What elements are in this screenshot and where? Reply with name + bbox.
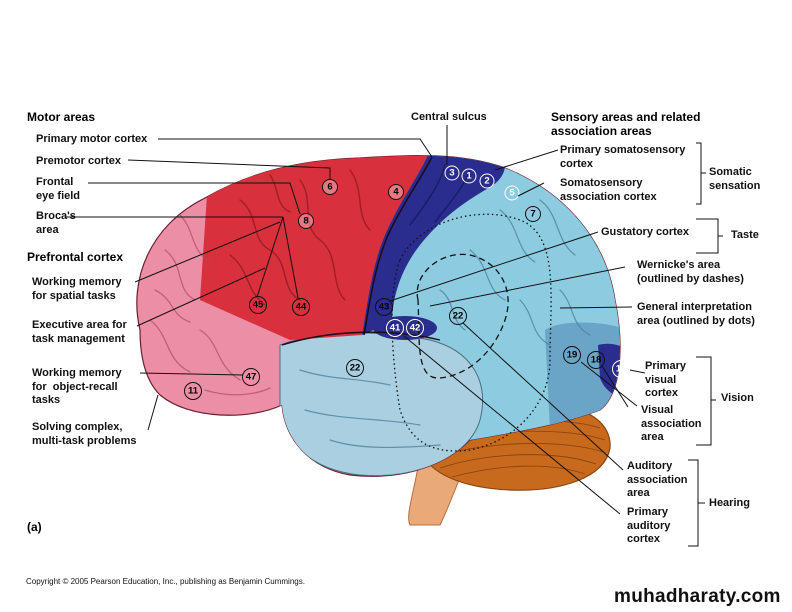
area-number-4: 4 xyxy=(388,184,404,200)
svg-text:3: 3 xyxy=(449,168,454,179)
svg-text:7: 7 xyxy=(530,209,535,220)
area-number-1: 1 xyxy=(461,168,477,184)
area-numbers: 6 4 8 3 1 2 5 7 45 44 43 22 41 42 22 47 … xyxy=(184,165,630,400)
area-number-17: 17 xyxy=(612,360,630,378)
area-number-47: 47 xyxy=(242,368,260,386)
general-interpretation-label: General interpretation area (outlined by… xyxy=(637,301,755,327)
area-number-18: 18 xyxy=(587,351,605,369)
working-memory-object-label: Working memory for object-recall tasks xyxy=(32,367,122,406)
primary-auditory-label: Primary auditory cortex xyxy=(627,506,671,545)
svg-text:5: 5 xyxy=(509,188,515,199)
area-number-2: 2 xyxy=(479,173,495,189)
temporal-lobe-region xyxy=(279,332,484,477)
area-number-5: 5 xyxy=(504,185,520,201)
area-number-8: 8 xyxy=(298,213,314,229)
hearing-label: Hearing xyxy=(709,497,750,509)
area-number-11: 11 xyxy=(184,382,202,400)
area-number-3: 3 xyxy=(444,165,460,181)
svg-text:1: 1 xyxy=(466,171,472,182)
area-number-19: 19 xyxy=(563,346,581,364)
lateral-sulcus-line xyxy=(281,331,441,346)
svg-text:19: 19 xyxy=(567,350,578,361)
brocas-area-label: Broca's area xyxy=(36,210,76,236)
working-memory-spatial-label: Working memory for spatial tasks xyxy=(32,276,122,302)
svg-text:47: 47 xyxy=(246,372,257,383)
area-number-45: 45 xyxy=(249,296,267,314)
solving-complex-label: Solving complex, multi-task problems xyxy=(32,421,137,447)
area-number-7: 7 xyxy=(525,206,541,222)
gyri-texture xyxy=(149,164,591,449)
central-sulcus-line xyxy=(363,156,433,336)
svg-text:42: 42 xyxy=(410,323,421,334)
area-number-22-upper: 22 xyxy=(449,307,467,325)
svg-text:41: 41 xyxy=(390,323,401,334)
svg-text:6: 6 xyxy=(327,182,332,193)
panel-label: (a) xyxy=(27,520,42,534)
gustatory-cortex-label: Gustatory cortex xyxy=(601,226,690,238)
area-number-6: 6 xyxy=(322,179,338,195)
somatic-sensation-label: Somatic sensation xyxy=(709,166,761,192)
frontal-eye-field-label: Frontal eye field xyxy=(36,176,81,202)
svg-text:2: 2 xyxy=(484,176,489,187)
wernickes-area-label: Wernicke's area (outlined by dashes) xyxy=(637,259,744,285)
motor-cortex-region xyxy=(200,155,430,340)
area-number-43: 43 xyxy=(375,298,393,316)
visual-association-label: Visual association area xyxy=(641,404,702,443)
primary-somatosensory-region xyxy=(362,155,505,335)
svg-text:8: 8 xyxy=(303,216,308,227)
svg-text:11: 11 xyxy=(188,386,199,397)
svg-text:22: 22 xyxy=(453,311,464,322)
primary-somatosensory-label: Primary somatosensory cortex xyxy=(560,144,686,170)
leader-lines xyxy=(66,125,723,547)
vision-label: Vision xyxy=(721,392,754,404)
primary-motor-cortex-label: Primary motor cortex xyxy=(36,133,148,145)
premotor-cortex-label: Premotor cortex xyxy=(36,155,121,167)
copyright-notice: Copyright © 2005 Pearson Education, Inc.… xyxy=(26,577,305,586)
general-interpretation-outline xyxy=(391,213,552,452)
sensory-areas-header: Sensory areas and related association ar… xyxy=(551,110,701,138)
central-sulcus-label: Central sulcus xyxy=(411,111,487,123)
somatosensory-association-label: Somatosensory association cortex xyxy=(560,177,657,203)
svg-text:44: 44 xyxy=(296,302,307,313)
watermark-text: muhadharaty.com xyxy=(614,586,781,607)
svg-text:17: 17 xyxy=(616,364,627,375)
auditory-association-label: Auditory association area xyxy=(627,460,688,499)
svg-text:45: 45 xyxy=(253,300,264,311)
executive-area-label: Executive area for task management xyxy=(32,319,127,345)
area-number-41: 41 xyxy=(386,319,404,337)
wernickes-area-outline xyxy=(416,253,509,379)
primary-visual-cortex-label: Primary visual cortex xyxy=(645,360,686,399)
svg-text:4: 4 xyxy=(393,187,399,198)
prefrontal-cortex-header: Prefrontal cortex xyxy=(27,250,124,264)
area-number-22-lower: 22 xyxy=(346,359,364,377)
svg-text:18: 18 xyxy=(591,355,602,366)
svg-text:22: 22 xyxy=(350,363,361,374)
area-number-44: 44 xyxy=(292,298,310,316)
svg-text:43: 43 xyxy=(379,302,390,313)
area-number-42: 42 xyxy=(406,319,424,337)
motor-areas-header: Motor areas xyxy=(27,110,96,124)
taste-label: Taste xyxy=(731,229,759,241)
